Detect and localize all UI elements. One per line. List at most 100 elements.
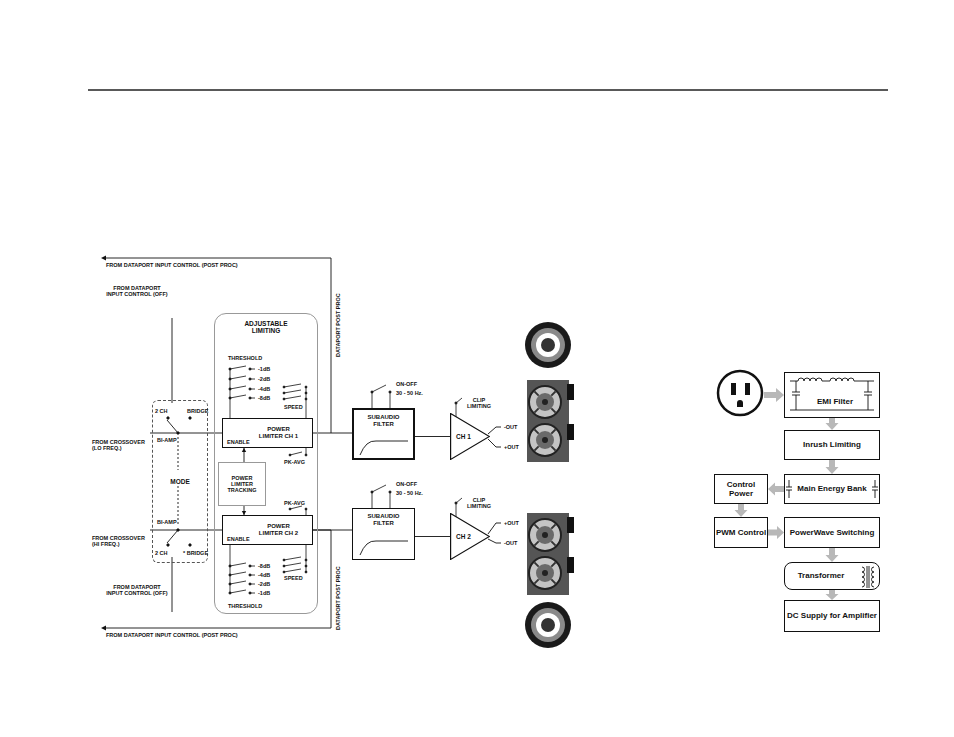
clip-switch bbox=[455, 398, 462, 517]
signal-wire bbox=[172, 318, 173, 403]
amplifier-triangle: CH 2 bbox=[450, 513, 490, 560]
switch-contacts bbox=[250, 369, 255, 370]
flow-arrow bbox=[768, 483, 784, 496]
power-outlet bbox=[731, 383, 736, 395]
node-note: ENABLE bbox=[227, 536, 250, 542]
signal-label: THRESHOLD bbox=[228, 355, 262, 361]
binding-post bbox=[534, 391, 538, 395]
capacitor-symbol bbox=[872, 480, 878, 498]
power-outlet bbox=[737, 400, 743, 407]
node-title: POWER LIMITER CH 1 bbox=[259, 426, 299, 440]
signal-connector bbox=[208, 530, 222, 531]
binding-post-panel bbox=[527, 380, 574, 595]
switch-contacts bbox=[230, 386, 246, 389]
flow-arrow bbox=[735, 504, 748, 517]
on-off-switch bbox=[372, 385, 386, 392]
binding-post bbox=[534, 408, 538, 412]
speakon-connector bbox=[525, 322, 571, 368]
threshold-switches bbox=[230, 545, 231, 593]
signal-label: -OUT bbox=[504, 424, 517, 430]
emi-filter-symbol bbox=[790, 378, 874, 410]
signal-label: CLIP LIMITING bbox=[464, 397, 494, 410]
signal-line bbox=[415, 436, 450, 437]
switch-contacts bbox=[284, 569, 301, 572]
on-off-switch bbox=[390, 392, 391, 408]
transformer-symbol bbox=[862, 567, 865, 587]
amplifier-outline bbox=[451, 414, 490, 460]
filter-box: SUBAUDIO FILTER bbox=[352, 508, 415, 560]
node-title: MODE bbox=[170, 478, 190, 485]
signal-label: FROM DATAPORT INPUT CONTROL (POST PROC) bbox=[106, 262, 238, 268]
signal-connector bbox=[242, 506, 246, 515]
node-title: Inrush Limiting bbox=[803, 440, 861, 449]
node-title: PWM Control bbox=[716, 528, 766, 537]
speakon-connector bbox=[541, 618, 555, 632]
switch-contacts bbox=[230, 581, 246, 584]
switch-contacts bbox=[284, 563, 301, 566]
emi-filter-symbol bbox=[790, 410, 874, 411]
switch-contacts bbox=[230, 590, 246, 593]
speed-switch bbox=[306, 448, 307, 455]
switch-contacts bbox=[290, 452, 302, 455]
binding-post bbox=[542, 399, 548, 405]
speakon-connector bbox=[531, 608, 565, 642]
signal-label: -2dB bbox=[258, 581, 270, 587]
mode-switch bbox=[167, 420, 178, 433]
binding-post bbox=[536, 526, 554, 544]
switch-contacts bbox=[230, 572, 246, 575]
tracking-box: POWER LIMITER TRACKING bbox=[218, 462, 266, 506]
signal-label: 2 CH bbox=[155, 408, 168, 414]
switch-contacts bbox=[230, 366, 246, 369]
binding-post bbox=[534, 446, 538, 450]
power-outlet bbox=[764, 388, 784, 402]
speakon-connector bbox=[536, 613, 560, 637]
signal-label: FROM DATAPORT INPUT CONTROL (OFF) bbox=[106, 285, 168, 298]
amplifier-outline bbox=[451, 514, 490, 560]
signal-label: FROM DATAPORT INPUT CONTROL (POST PROC) bbox=[106, 632, 238, 638]
mode-switch bbox=[167, 417, 191, 546]
filter-curve bbox=[360, 441, 408, 455]
output-wire bbox=[488, 539, 501, 543]
on-off-switch bbox=[372, 485, 386, 492]
clip-switch bbox=[456, 498, 462, 503]
binding-post bbox=[536, 431, 554, 449]
header-rule bbox=[88, 89, 888, 91]
binding-post bbox=[551, 408, 555, 412]
binding-post-panel bbox=[527, 380, 569, 462]
process-box: Inrush Limiting bbox=[784, 430, 880, 460]
binding-post bbox=[536, 393, 554, 411]
speakon-connector bbox=[531, 328, 565, 362]
emi-filter-symbol bbox=[790, 378, 874, 381]
flow-arrow-group bbox=[768, 483, 784, 496]
signal-connector bbox=[208, 433, 222, 434]
flow-arrow bbox=[826, 590, 839, 600]
on-off-switch bbox=[372, 392, 373, 408]
flow-arrow bbox=[826, 418, 839, 430]
process-box: EMI Filter bbox=[784, 372, 880, 418]
vertical-label: DATAPORT POST PROC bbox=[335, 566, 341, 630]
mode-switch bbox=[167, 417, 169, 419]
signal-label: -1dB bbox=[258, 366, 270, 372]
arrowhead bbox=[242, 448, 246, 452]
signal-label: FROM CROSSOVER (HI FREQ.) bbox=[92, 535, 150, 548]
signal-label: 2 CH bbox=[155, 550, 168, 556]
signal-label: BRIDGE bbox=[187, 408, 208, 414]
signal-connector bbox=[415, 536, 450, 537]
signal-label: PK-AVG bbox=[284, 500, 305, 506]
binding-post bbox=[534, 562, 538, 566]
node-title: POWER LIMITER TRACKING bbox=[222, 475, 262, 494]
signal-line bbox=[313, 530, 352, 531]
signal-label: SPEED bbox=[284, 575, 303, 581]
mode-box: MODE bbox=[152, 400, 208, 563]
node-title: SUBAUDIO FILTER bbox=[362, 414, 406, 428]
signal-label: -8dB bbox=[258, 395, 270, 401]
process-box: DC Supply for Amplifier bbox=[784, 600, 880, 632]
signal-label: CLIP LIMITING bbox=[464, 497, 494, 510]
binding-post bbox=[529, 386, 561, 589]
binding-post bbox=[529, 557, 561, 589]
switch-contacts bbox=[250, 379, 255, 380]
binding-post bbox=[551, 429, 555, 433]
signal-label: +OUT bbox=[504, 520, 519, 526]
